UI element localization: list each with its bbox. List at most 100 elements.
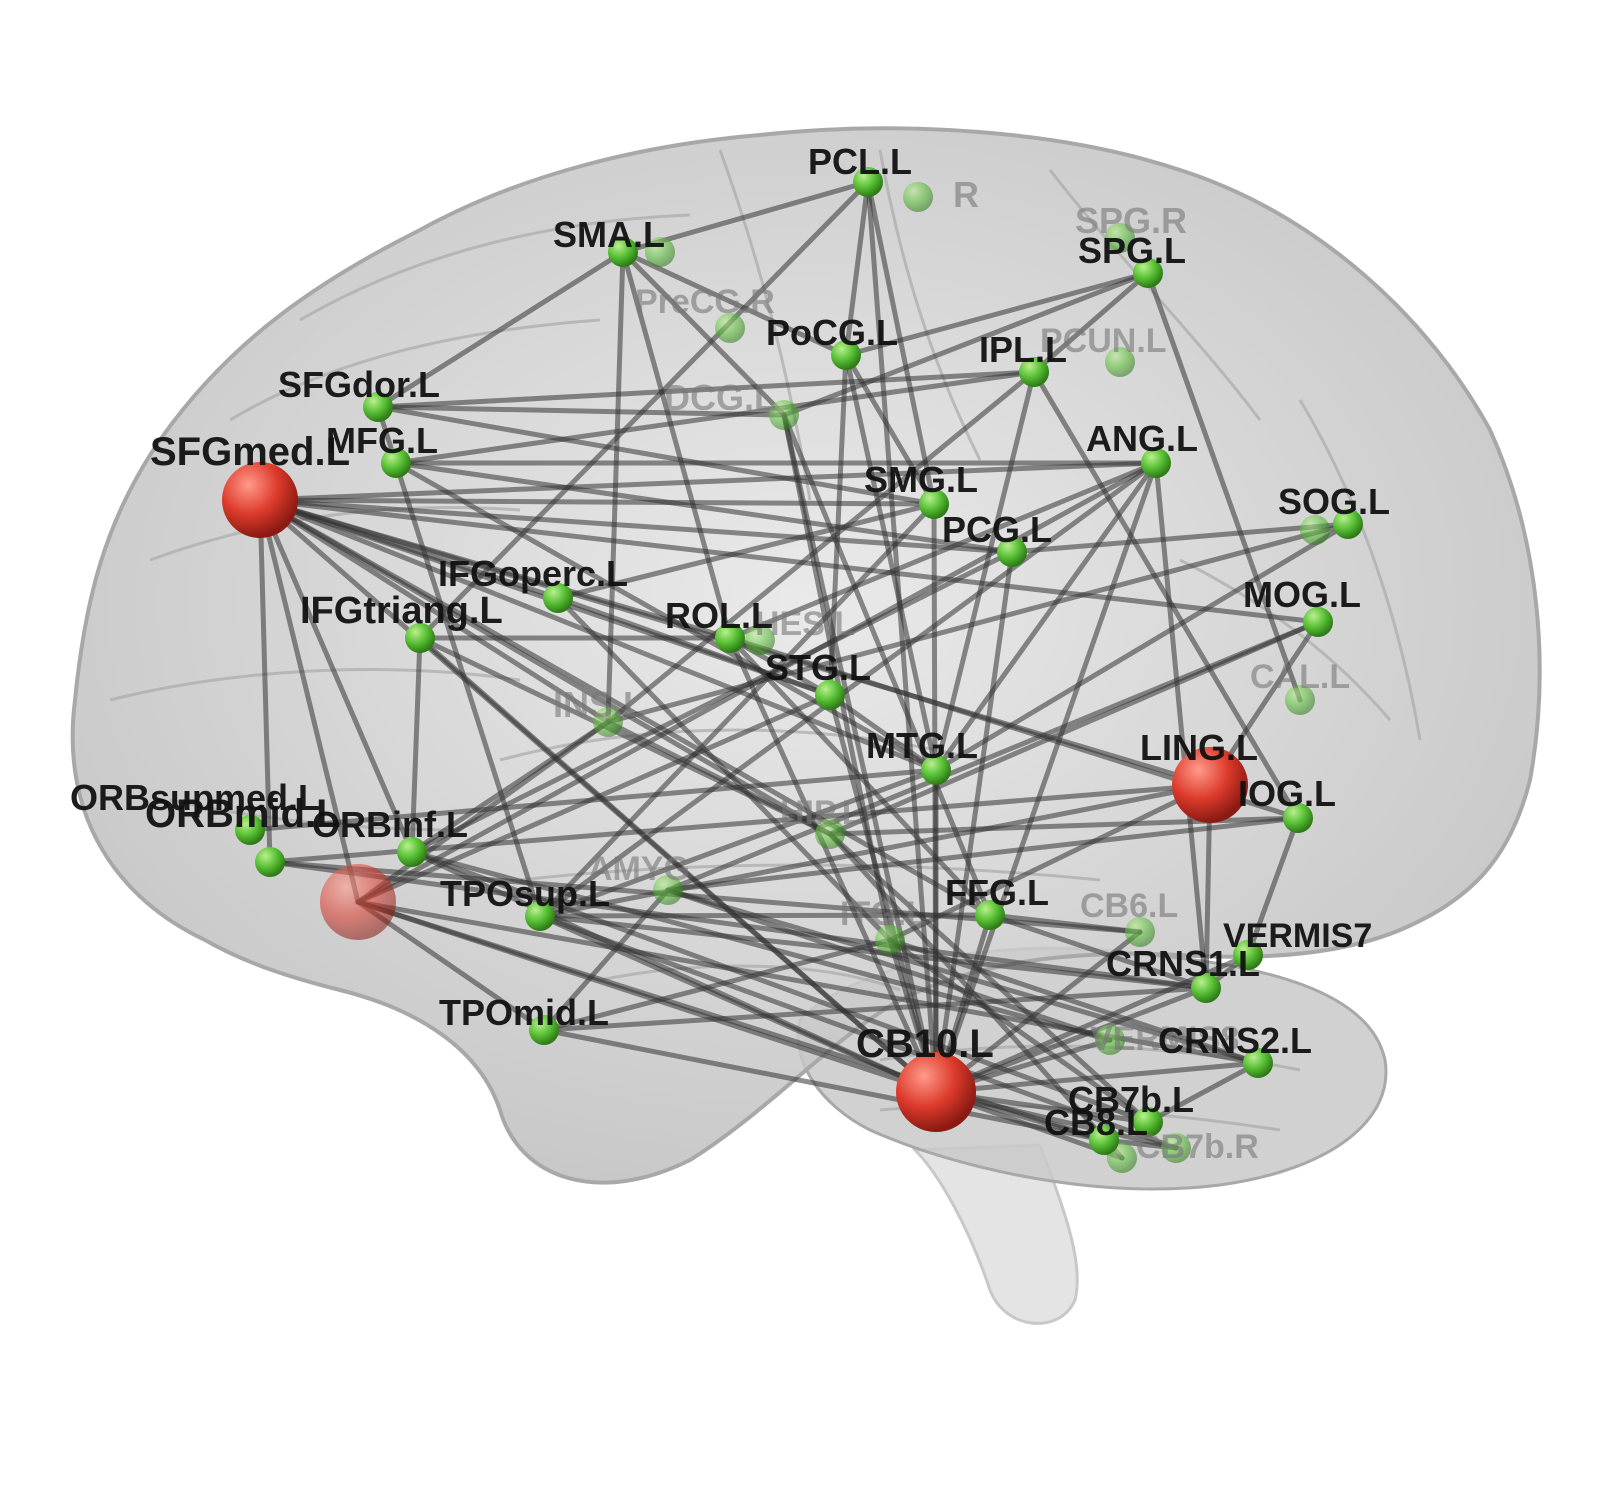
label-ORBinf.L: ORBinf.L (312, 804, 468, 845)
label-MOG.L: MOG.L (1243, 574, 1361, 615)
node-SOG.L (1333, 509, 1363, 539)
label-DCG.L: DCG.L (664, 377, 776, 418)
node-TPOmid.L (529, 1015, 559, 1045)
edge-CRNS2.L-CB7b.L (1145, 1060, 1261, 1125)
node-VERMIS7 (1233, 940, 1263, 970)
node-STG.L (815, 680, 845, 710)
edge-MFG.L-PCG.L (393, 460, 1015, 555)
edge-MOG.L-AMYG.L (665, 619, 1321, 893)
edge-SMA.L-SFGdor.L (375, 249, 626, 410)
edge-IOG.L-VERMIS7 (1245, 815, 1301, 958)
edge-ANG.L-CRNS1.L (1153, 460, 1209, 991)
node-CRNS2.L (1243, 1048, 1273, 1078)
edge-ANG.L-MTG.L (933, 460, 1159, 773)
node-PCL.L (853, 167, 883, 197)
edge-IPL.L-INS.L (605, 369, 1037, 725)
label-CRNS1.L: CRNS1.L (1106, 943, 1260, 984)
label-LING.L: LING.L (1140, 727, 1258, 768)
node-AMYG.L (653, 875, 683, 905)
label-IFGtriang.L: IFGtriang.L (300, 590, 503, 632)
node-LING.L (1172, 747, 1248, 823)
edge-PoCG.L-MTG.L (843, 352, 939, 773)
label-PCG.L: PCG.L (942, 509, 1052, 550)
edge-IFGoperc.L-SMG.L (555, 501, 937, 601)
edge-SFGmed.L-INS.L (257, 497, 611, 725)
edge-SFGdor.L-DCG.L (375, 404, 787, 418)
node-SMG.L (919, 489, 949, 519)
edge-HIP.L-CB7b.L (827, 831, 1151, 1125)
edge-CB10.L-ROL.L (727, 635, 939, 1095)
edge-CB10.L-CB6.L (933, 929, 1143, 1095)
label-CB7b.L: CB7b.L (1068, 1079, 1194, 1120)
label-PCUN.L: PCUN.L (1040, 322, 1167, 360)
node-ANG.L (1141, 448, 1171, 478)
node-SPG.L (1133, 258, 1163, 288)
edge-TPOmid.L-ITG.L (541, 937, 893, 1033)
node-IPL.L (1019, 357, 1049, 387)
edge-SOG.L-MTG.L (933, 521, 1351, 773)
edge-SFGdor.L-IPL.L (375, 369, 1037, 410)
label-CB10.L: CB10.L (856, 1022, 994, 1066)
brain-surface (70, 126, 1542, 1325)
node-PCL.R (903, 182, 933, 212)
edge-ORBsup.L-ANG.L (355, 460, 1159, 905)
node-CB7b.L (1133, 1107, 1163, 1137)
label-TPOsup.L: TPOsup.L (440, 873, 610, 914)
edge-ORBsup.L-SFGmed.L (257, 497, 361, 905)
label-SMA.L: SMA.L (553, 214, 665, 255)
edge-IFGoperc.L-ITG.L (555, 595, 893, 943)
edge-INS.L-HIP.L (605, 719, 833, 837)
edge-ITG.L-CB7b.L (887, 937, 1151, 1125)
edge-SPG.L-PoCG.L (843, 270, 1151, 358)
label-ROL.L: ROL.L (665, 595, 773, 636)
edge-SFGmed.L-ORBinf.L (257, 497, 415, 855)
edge-IFGoperc.L-STG.L (555, 595, 833, 698)
label-MTG.L: MTG.L (866, 725, 978, 766)
node-ORBsupmed.L (235, 815, 265, 845)
edge-MFG.L-IPL.L (393, 369, 1037, 466)
edge-CB10.L-ORBinf.L (409, 849, 939, 1095)
edge-ORBsup.L-STG.L (355, 692, 833, 905)
edge-SFGmed.L-ORBmid.L (257, 497, 273, 865)
node-DCG.L (769, 400, 799, 430)
node-labels: RSPG.RPreCG.RPCUN.LDCG.LHES.LCAL.LINS.LH… (70, 141, 1390, 1166)
edge-ROL.L-ANG.L (727, 460, 1159, 641)
label-CB8.L: CB8.L (1044, 1102, 1148, 1143)
label-IPL.L: IPL.L (979, 329, 1067, 370)
label-SOG.L: SOG.L (1278, 481, 1390, 522)
edge-SPG.L-CAL.L (1145, 270, 1303, 703)
label-ORBmid.L: ORBmid.L (145, 792, 341, 836)
label-SFGmed.L: SFGmed.L (150, 430, 350, 474)
node-CB10.L (896, 1052, 976, 1132)
label-MFG.L: MFG.L (326, 420, 438, 461)
label-VERMIS8: VERMIS8 (1090, 1020, 1239, 1058)
label-STG.L: STG.L (765, 647, 871, 688)
label-SPG.L: SPG.L (1078, 230, 1186, 271)
node-ORBinf.L (397, 837, 427, 867)
label-IFGoperc.L: IFGoperc.L (438, 553, 628, 594)
edge-SMA.L-ROL.L (620, 249, 733, 641)
edge-DCG.L-CB10.L (781, 412, 939, 1095)
label-AMYG.L: AMYG (588, 850, 690, 888)
label-CB6.L: CB6.L (1080, 887, 1178, 925)
label-SPG.R: SPG.R (1075, 200, 1187, 241)
node-ORBmid.L (255, 847, 285, 877)
edge-SMG.L-TPOsup.L (537, 501, 937, 919)
label-PCL.R: R (953, 174, 979, 215)
node-SMA.L (608, 237, 638, 267)
edge-ANG.L-TPOsup.L (537, 460, 1159, 919)
edge-TPOmid.L-CRNS1.L (541, 985, 1209, 1033)
label-CAL.L: CAL.L (1250, 658, 1350, 696)
network-nodes (222, 167, 1363, 1173)
node-PreCG.L (715, 313, 745, 343)
node-CB8.L (1089, 1125, 1119, 1155)
edge-INS.L-ORBinf.L (409, 719, 611, 855)
edge-AMYG.L-CRNS2.L (665, 887, 1261, 1066)
connection-edges (247, 179, 1351, 1161)
label-ANG.L: ANG.L (1086, 418, 1198, 459)
label-HIP.L: HIP.L (780, 794, 863, 832)
edge-CB10.L-CRNS2.L (933, 1060, 1261, 1095)
edge-PoCG.L-SMG.L (843, 352, 937, 507)
node-IOG.L (1283, 803, 1313, 833)
